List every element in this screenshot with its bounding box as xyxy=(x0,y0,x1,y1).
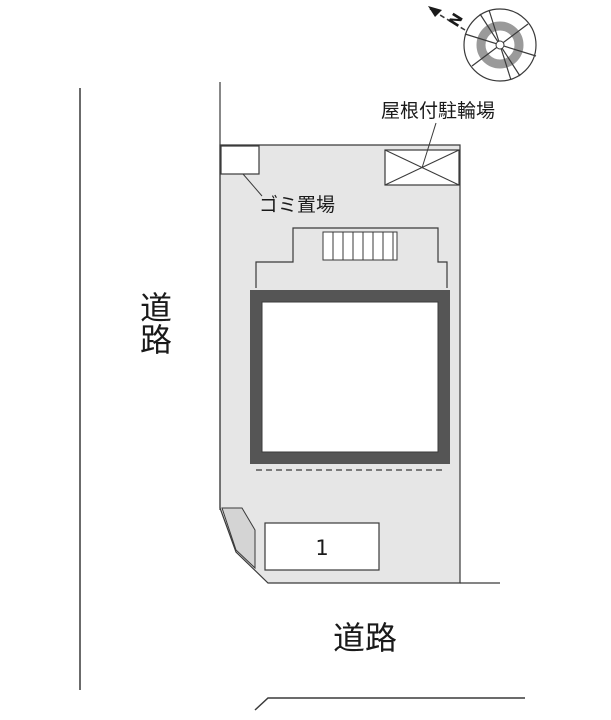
garbage-area-leader xyxy=(242,173,263,197)
bicycle-parking-leader xyxy=(421,122,437,169)
building-interior xyxy=(261,301,439,453)
entrance-outline xyxy=(255,227,448,288)
bottom-road-boundary xyxy=(254,697,525,711)
planting-corner xyxy=(221,507,256,570)
parking-space-box xyxy=(264,522,380,571)
garbage-area-label: ゴミ置場 xyxy=(259,194,335,216)
road-bottom-label: 道路 xyxy=(333,619,397,657)
parking-space-number: 1 xyxy=(315,536,328,560)
compass-rose-icon xyxy=(463,8,537,82)
bicycle-parking-label: 屋根付駐輪場 xyxy=(381,100,495,122)
garbage-area-box xyxy=(220,145,260,175)
road-left-label: 道路 xyxy=(135,291,173,355)
north-label: N xyxy=(445,10,467,30)
north-arrow xyxy=(428,6,466,31)
staircase xyxy=(322,231,398,261)
